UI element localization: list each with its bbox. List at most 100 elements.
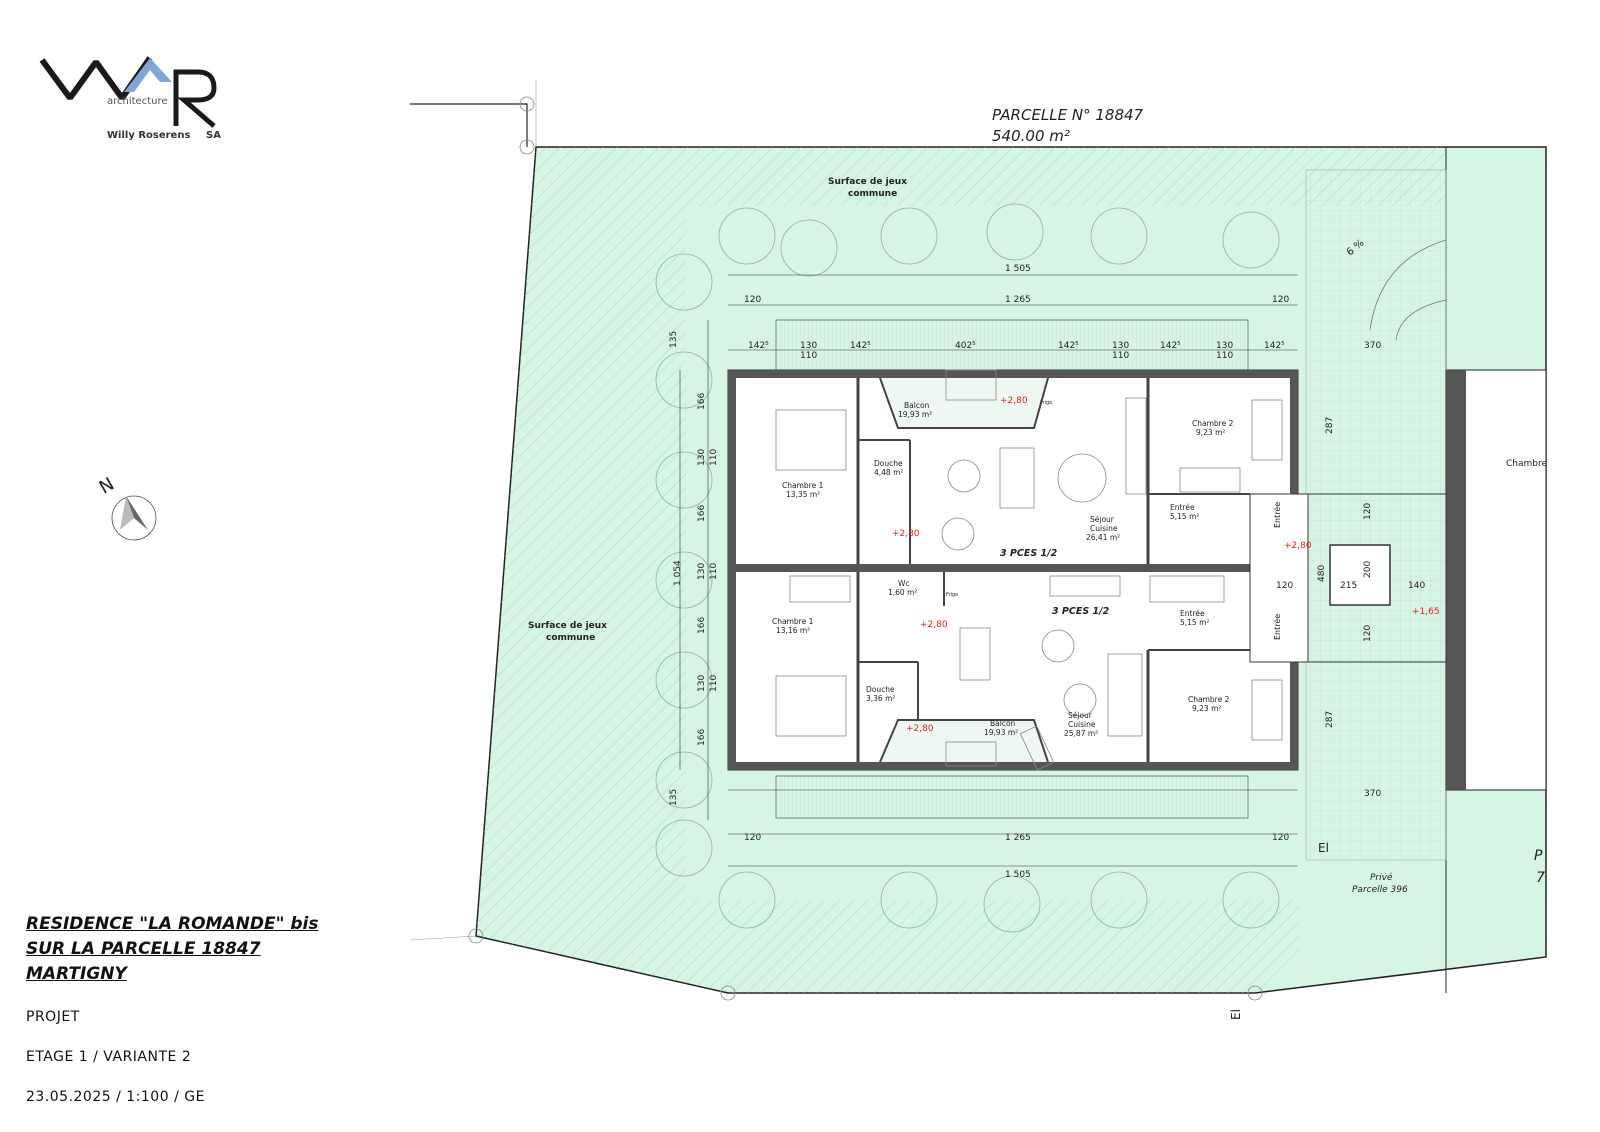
dim-row-402: 402⁵: [955, 341, 976, 351]
dim-stair-370-bottom: 370: [1364, 789, 1381, 799]
dim-stair-480: 480: [1317, 565, 1327, 582]
dimension-texts: 1 505 1 265 120 120 1 505 1 265 120 120 …: [669, 264, 1425, 880]
apartment-name: 3 PCES 1/2: [1000, 548, 1058, 559]
dim-row-110-2: 110: [1112, 351, 1129, 361]
room-area: 25,87 m²: [1064, 729, 1098, 738]
dim-row-130-1: 130: [800, 341, 817, 351]
company-logo: [39, 56, 217, 128]
level-marker-stair: +2,80: [1284, 541, 1312, 551]
north-label: N: [96, 474, 118, 499]
dim-top-120-left: 120: [744, 295, 761, 305]
dim-stair-120-b: 120: [1363, 625, 1373, 642]
dim-bot-120-right: 120: [1272, 833, 1289, 843]
parcel-title: PARCELLE N° 18847: [992, 106, 1144, 124]
level-marker: +2,80: [906, 724, 934, 734]
dim-top-1265: 1 265: [1005, 295, 1031, 305]
level-marker: +2,80: [1000, 396, 1028, 406]
logo-name: Willy Roserens: [107, 130, 191, 141]
apartment-name: 3 PCES 1/2: [1052, 606, 1110, 617]
project-title-2: SUR LA PARCELLE 18847: [26, 939, 261, 959]
dim-left-130-3: 130: [697, 675, 707, 692]
site-labels: PARCELLE N° 18847 540.00 m² Surface de j…: [528, 106, 1547, 1020]
level-label: ETAGE 1 / VARIANTE 2: [26, 1049, 192, 1065]
level-marker-right: +1,65: [1412, 607, 1440, 617]
dim-stair-287-bottom: 287: [1325, 711, 1335, 728]
dim-bot-1265: 1 265: [1005, 833, 1031, 843]
fridge-label: Frigo: [1040, 400, 1052, 406]
room-name: Chambre 1: [782, 481, 824, 490]
level-marker: +2,80: [892, 529, 920, 539]
dim-stair-370-top: 370: [1364, 341, 1381, 351]
dim-left-110-3: 110: [709, 675, 719, 692]
dim-left-135-bottom: 135: [669, 789, 679, 806]
fridge-label: Frigo: [946, 592, 958, 598]
room-name: Chambre 2: [1188, 695, 1230, 704]
building-walls: [727, 369, 1447, 771]
dim-left-135-top: 135: [669, 331, 679, 348]
balcony-top: [775, 319, 1249, 373]
dim-row-110-1: 110: [800, 351, 817, 361]
status-label: PROJET: [26, 1009, 80, 1025]
dim-bot-120-left: 120: [744, 833, 761, 843]
play-area-top-2: commune: [848, 189, 897, 199]
room-name: Entrée: [1180, 609, 1205, 618]
room-area: 3,36 m²: [866, 694, 895, 703]
room-area: 19,93 m²: [984, 728, 1018, 737]
dim-row-110-3: 110: [1216, 351, 1233, 361]
cut-label-1: P: [1534, 848, 1543, 864]
parcel-area-label: 540.00 m²: [992, 127, 1070, 145]
balcony-bottom: [775, 775, 1249, 819]
level-marker: +2,80: [920, 620, 948, 630]
dim-stair-120-a: 120: [1363, 503, 1373, 520]
play-area-left-2: commune: [546, 633, 595, 643]
room-name-2: Cuisine: [1068, 720, 1096, 729]
dim-stair-140: 140: [1408, 581, 1425, 591]
dim-row-130-3: 130: [1216, 341, 1233, 351]
stair-labels: Entrée Entrée +2,80 +1,65: [1272, 502, 1440, 640]
play-area-top: Surface de jeux: [828, 177, 907, 187]
dim-stair-287-top: 287: [1325, 417, 1335, 434]
private-label: Privé: [1370, 872, 1393, 883]
dim-left-130-1: 130: [697, 449, 707, 466]
dim-left-166-2: 166: [697, 505, 707, 522]
room-area: 1,60 m²: [888, 588, 917, 597]
room-area: 5,15 m²: [1170, 512, 1199, 521]
apartment-1-labels: Balcon 19,93 m² Chambre 2 9,23 m² Douche…: [782, 396, 1234, 559]
project-title-3: MARTIGNY: [26, 964, 127, 984]
room-name-2: Cuisine: [1090, 524, 1118, 533]
room-name: Séjour: [1090, 515, 1115, 524]
room-area: 26,41 m²: [1086, 533, 1120, 542]
dim-top-1505: 1 505: [1005, 264, 1031, 274]
room-area: 13,35 m²: [786, 490, 820, 499]
title-block: RESIDENCE "LA ROMANDE" bis SUR LA PARCEL…: [26, 912, 318, 987]
meta-label: 23.05.2025 / 1:100 / GE: [26, 1089, 205, 1105]
dimension-lines: [679, 274, 1298, 867]
room-name: Entrée: [1170, 503, 1195, 512]
entry-label-top: Entrée: [1272, 502, 1282, 528]
room-area: 19,93 m²: [898, 410, 932, 419]
logo-suffix: SA: [206, 130, 221, 141]
dim-row-142-5: 142⁵: [1264, 341, 1285, 351]
dim-left-166-3: 166: [697, 617, 707, 634]
dim-stair-215: 215: [1340, 581, 1357, 591]
room-name: Douche: [866, 685, 895, 694]
room-name: Wc: [898, 579, 910, 588]
el-label-rotated: El: [1229, 1009, 1243, 1020]
room-area: 9,23 m²: [1192, 704, 1221, 713]
entry-label-bottom: Entrée: [1272, 614, 1282, 640]
dim-row-130-2: 130: [1112, 341, 1129, 351]
apartment-2-labels: Wc 1,60 m² Chambre 1 13,16 m² Entrée 5,1…: [772, 579, 1230, 738]
el-label: El: [1318, 841, 1329, 855]
room-name: Séjour: [1068, 711, 1093, 720]
dim-left-110-2: 110: [709, 563, 719, 580]
dim-top-120-right: 120: [1272, 295, 1289, 305]
dim-left-130-2: 130: [697, 563, 707, 580]
cut-label-2: 7: [1536, 870, 1545, 886]
dim-stair-120-c: 120: [1276, 581, 1293, 591]
dim-bot-1505: 1 505: [1005, 870, 1031, 880]
dim-row-142-3: 142⁵: [1058, 341, 1079, 351]
dim-left-166-4: 166: [697, 729, 707, 746]
dim-stair-200: 200: [1363, 561, 1373, 578]
dim-left-1054: 1 054: [673, 560, 683, 586]
